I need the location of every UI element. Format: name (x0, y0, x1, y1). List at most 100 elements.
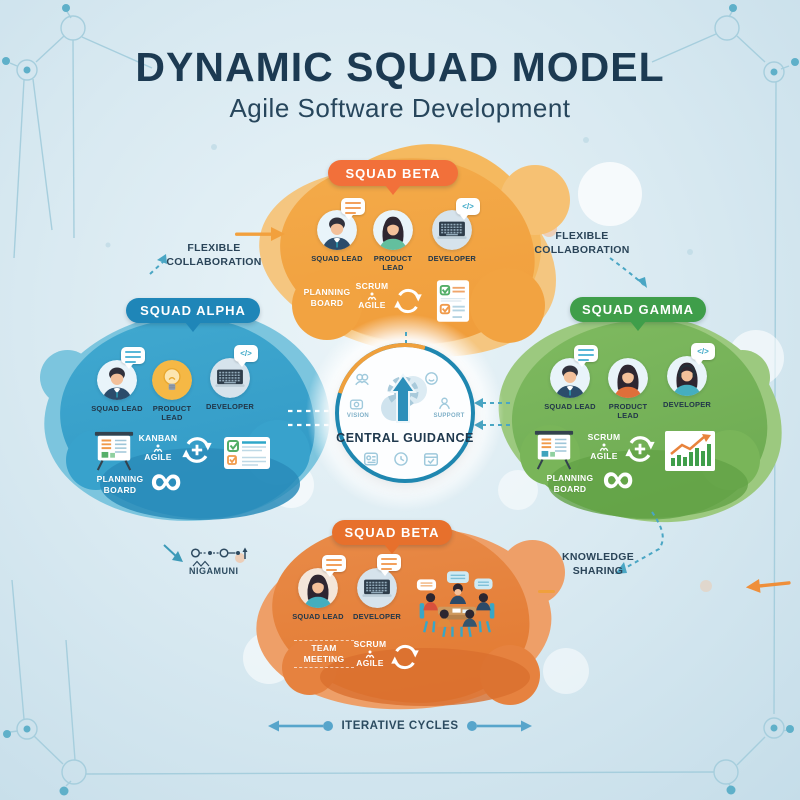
team-meeting-illustration (416, 570, 498, 638)
blob-accent (500, 165, 570, 235)
person-icon (437, 396, 452, 411)
cloud-shape (543, 648, 589, 694)
method-word: AGILE (590, 450, 618, 461)
squad-name: SQUAD BETA (345, 165, 441, 181)
blob-accent (245, 420, 310, 485)
female-avatar (608, 358, 648, 398)
member-label: SQUAD LEAD (292, 612, 344, 621)
member-developer: DEVELOPER (422, 198, 482, 263)
orange-dash-decoration (538, 590, 555, 594)
node-chain-icon (190, 545, 250, 574)
planning-board-label: PLANNING BOARD (546, 473, 594, 495)
female-avatar (298, 568, 338, 608)
blob-accent (470, 268, 545, 343)
cycle-arrows-icon (389, 641, 421, 673)
member-label: SQUAD LEAD (311, 254, 363, 263)
iterative-cycles-text: ITERATIVE CYCLES (341, 720, 459, 732)
squad-name: SQUAD ALPHA (140, 303, 246, 318)
kanban-agile-label: KANBAN AGILE (137, 433, 179, 463)
member-squad-lead: SQUAD LEAD (288, 555, 348, 621)
calendar-icon (423, 451, 439, 467)
code-bubble-icon (691, 343, 715, 365)
member-developer: DEVELOPER (347, 554, 407, 621)
growth-chart-icon (664, 430, 716, 472)
scrum-figure-icon (583, 443, 625, 452)
member-squad-lead: SQUAD LEAD (540, 345, 600, 411)
infinity-icon: ∞ (150, 456, 182, 505)
member-label: PRODUCT LEAD (608, 402, 648, 420)
speech-bubble-icon (377, 554, 401, 576)
cycle-arrows-icon (180, 433, 214, 467)
blob-accent (548, 450, 748, 518)
blob-accent (700, 430, 760, 490)
lightbulb-icon (152, 360, 192, 400)
vision-label: VISION (346, 413, 370, 419)
member-label: DEVELOPER (662, 400, 712, 409)
cloud-shape (578, 162, 642, 226)
keyboard-icon (210, 358, 250, 398)
method-word: AGILE (358, 299, 386, 310)
method-word: AGILE (356, 657, 384, 668)
planning-board-label: PLANNING BOARD (303, 287, 351, 309)
squad-beta-bottom-banner: SQUAD BETA (332, 520, 452, 545)
speech-bubble-icon (322, 555, 346, 577)
blob-accent (66, 430, 126, 490)
member-label: SQUAD LEAD (544, 402, 596, 411)
speech-bubble-icon (121, 347, 145, 369)
member-label: DEVELOPER (427, 254, 477, 263)
infinity-icon: ∞ (602, 454, 634, 503)
blob-main (267, 515, 535, 709)
code-bubble-icon (456, 198, 480, 220)
speech-bubble-icon (574, 345, 598, 367)
cloud-shape (728, 330, 784, 386)
female-headset-avatar (667, 356, 707, 396)
scrum-figure-icon (352, 292, 392, 301)
member-product-lead: PRODUCT LEAD (598, 358, 658, 420)
male-avatar (317, 210, 357, 250)
smile-icon (424, 371, 439, 386)
keyboard-icon (432, 210, 472, 250)
squad-gamma-banner: SQUAD GAMMA (570, 297, 706, 322)
cloud-shape (268, 462, 314, 508)
blob-accent (520, 425, 580, 485)
member-label: DEVELOPER (352, 612, 402, 621)
orange-left-arrow-icon (745, 574, 793, 602)
blob-accent (32, 295, 341, 539)
member-label: DEVELOPER (205, 402, 255, 411)
scrum-figure-icon (137, 444, 179, 453)
cycle-arrows-icon (623, 432, 657, 466)
method-word: SCRUM (353, 639, 387, 649)
male-avatar (550, 358, 590, 398)
page-title: DYNAMIC SQUAD MODEL (135, 44, 665, 90)
eye-icon (349, 397, 364, 412)
squad-beta-top-banner: SQUAD BETA (328, 160, 458, 186)
member-squad-lead: SQUAD LEAD (307, 198, 367, 263)
blob-main (508, 315, 771, 525)
support-label: SUPPORT (433, 413, 465, 419)
member-label: PRODUCT LEAD (152, 404, 192, 422)
page-subtitle: Agile Software Development (229, 93, 571, 123)
blob-main (56, 313, 319, 523)
cloud-shape (243, 632, 295, 684)
blob-accent (488, 300, 793, 535)
code-bubble-icon (234, 345, 258, 367)
squad-alpha-banner: SQUAD ALPHA (126, 298, 260, 323)
method-word: SCRUM (587, 432, 621, 442)
checklist-icon (223, 436, 271, 470)
clock-icon (393, 451, 409, 467)
blob-accent (282, 640, 337, 695)
blob-accent (715, 350, 770, 405)
left-double-arrow-icon (268, 718, 334, 734)
member-squad-lead: SQUAD LEAD (87, 347, 147, 413)
iterative-cycles-label: ITERATIVE CYCLES (268, 718, 532, 734)
blob-accent (247, 515, 560, 725)
scrum-agile-label: SCRUM AGILE (350, 639, 390, 669)
flexible-collaboration-label-right: FLEXIBLE COLLABORATION (534, 230, 630, 256)
id-card-icon (363, 451, 379, 467)
orange-right-arrow-icon (234, 226, 286, 247)
cloud-shape (498, 470, 538, 510)
users-icon (354, 371, 370, 387)
gear-up-arrow-icon (377, 368, 429, 435)
whiteboard-icon (90, 430, 138, 472)
